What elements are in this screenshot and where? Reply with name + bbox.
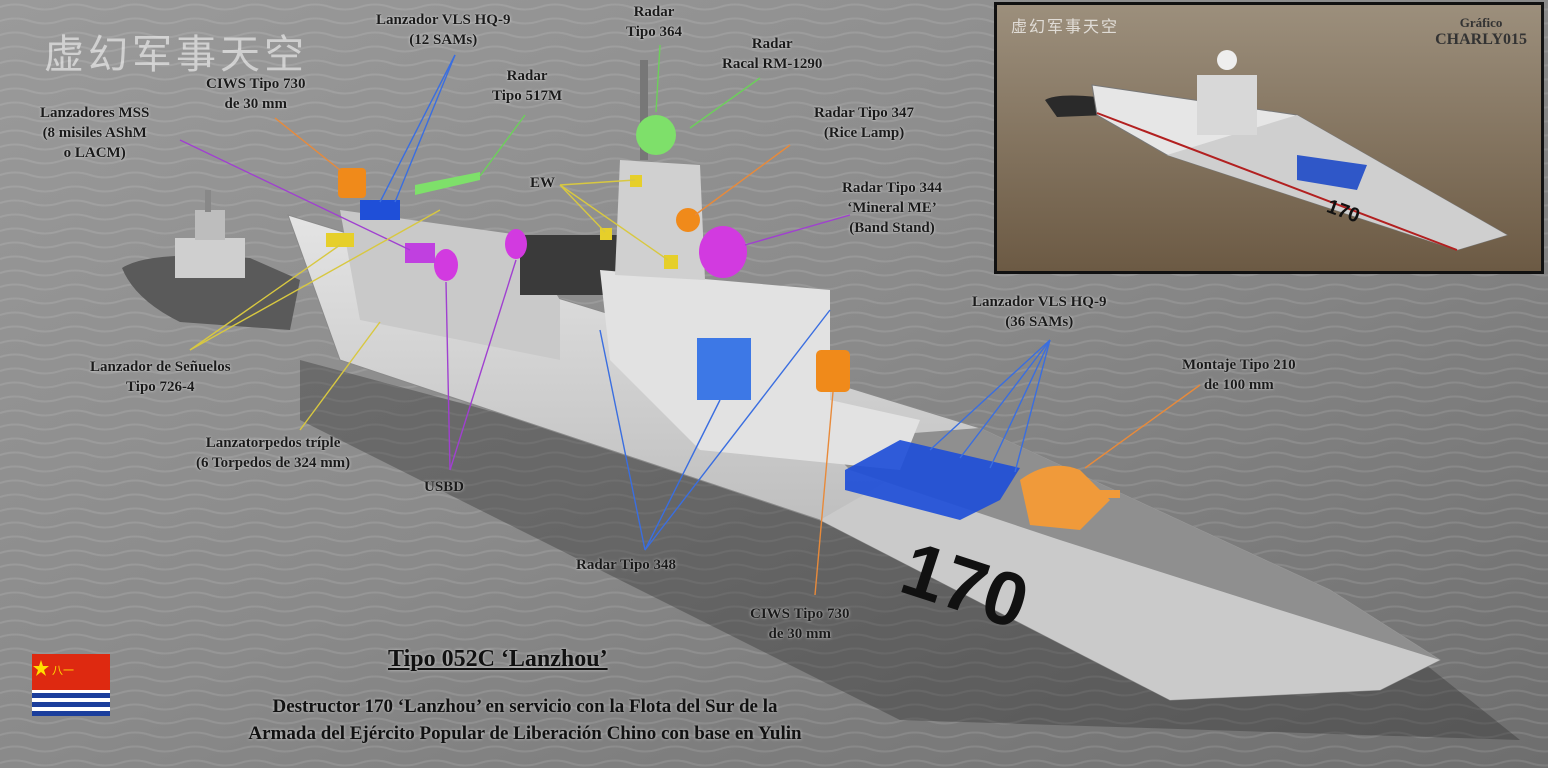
radar-347-mark: [676, 208, 700, 232]
leader-racal: [689, 77, 761, 129]
leader-ew-2: [559, 184, 606, 233]
leader-decoy-1: [189, 244, 341, 351]
ciws-fwd-mark: [816, 350, 850, 392]
credit-label: Gráfico: [1459, 15, 1503, 30]
radar-517-antenna: [415, 172, 480, 195]
leader-decoy-2: [189, 209, 441, 351]
leader-ciws-fwd: [814, 391, 834, 596]
leader-vls-fwd-3: [989, 339, 1051, 469]
leader-ew-3: [559, 184, 669, 261]
usbd-marks: [434, 229, 527, 281]
leader-ciws-aft: [274, 117, 341, 171]
leader-torpedo: [299, 321, 381, 431]
leader-radar-348-3: [644, 309, 831, 551]
diagram-caption: Destructor 170 ‘Lanzhou’ en servicio con…: [160, 693, 890, 747]
label-vls-fwd: Lanzador VLS HQ-9(36 SAMs): [972, 294, 1107, 330]
gun-210-mark: [1020, 465, 1120, 530]
leader-usbd-2: [449, 259, 517, 471]
radar-348-panel: [697, 338, 751, 400]
label-torpedo: Lanzatorpedos tríple(6 Torpedos de 324 m…: [196, 435, 351, 471]
leader-radar-348-1: [599, 329, 646, 551]
label-radar-344: Radar Tipo 344‘Mineral ME’(Band Stand): [842, 180, 943, 236]
ciws-aft-mark: [338, 168, 366, 198]
leader-vls-aft-2: [394, 54, 456, 203]
label-radar-347: Radar Tipo 347(Rice Lamp): [814, 105, 915, 141]
leader-vls-fwd-1: [929, 339, 1051, 451]
leader-vls-fwd-4: [1014, 339, 1051, 473]
credit-author: CHARLY015: [1435, 31, 1527, 48]
naval-ensign-flag: 八一: [32, 654, 110, 716]
leader-lines: [179, 44, 1201, 596]
leader-radar-517: [479, 114, 526, 177]
leader-radar-347: [694, 144, 791, 216]
inset-watermark: 虚幻军事天空: [1011, 17, 1120, 36]
diagram-title: Tipo 052C ‘Lanzhou’: [388, 646, 608, 672]
inset-scene: 170: [997, 5, 1541, 271]
leader-mss: [179, 139, 411, 251]
label-radar-348: Radar Tipo 348: [576, 557, 677, 573]
vls-aft-mark: [360, 200, 400, 220]
vls-fwd-mark: [845, 440, 1020, 520]
leader-gun-210: [1084, 384, 1201, 469]
leader-vls-fwd-2: [959, 339, 1051, 459]
flag-star-icon: [33, 660, 49, 676]
leader-radar-364: [655, 44, 661, 113]
label-vls-aft: Lanzador VLS HQ-9(12 SAMs): [376, 12, 511, 48]
watermark-text: 虚幻军事天空: [44, 32, 308, 78]
radar-344-dome: [699, 226, 747, 278]
leader-ew-1: [559, 179, 636, 186]
mss-mark: [405, 243, 435, 263]
decoy-mark: [326, 233, 354, 247]
tug-boat: [122, 190, 300, 330]
inset-photo: 170 虚幻军事天空 Gráfico CHARLY015: [994, 2, 1544, 274]
label-usbd: USBD: [424, 479, 465, 495]
radar-364-dome: [636, 115, 676, 155]
leader-radar-344: [744, 214, 851, 246]
label-ew: EW: [530, 175, 556, 191]
credit: Gráfico CHARLY015: [1435, 15, 1527, 49]
ew-marks: [600, 175, 678, 269]
flag-text: 八一: [52, 664, 74, 677]
leader-radar-348-2: [644, 399, 721, 551]
caption-line-2: Armada del Ejército Popular de Liberació…: [248, 723, 802, 744]
leader-usbd-1: [445, 281, 451, 471]
caption-line-1: Destructor 170 ‘Lanzhou’ en servicio con…: [272, 696, 778, 717]
leader-vls-aft: [379, 54, 456, 203]
